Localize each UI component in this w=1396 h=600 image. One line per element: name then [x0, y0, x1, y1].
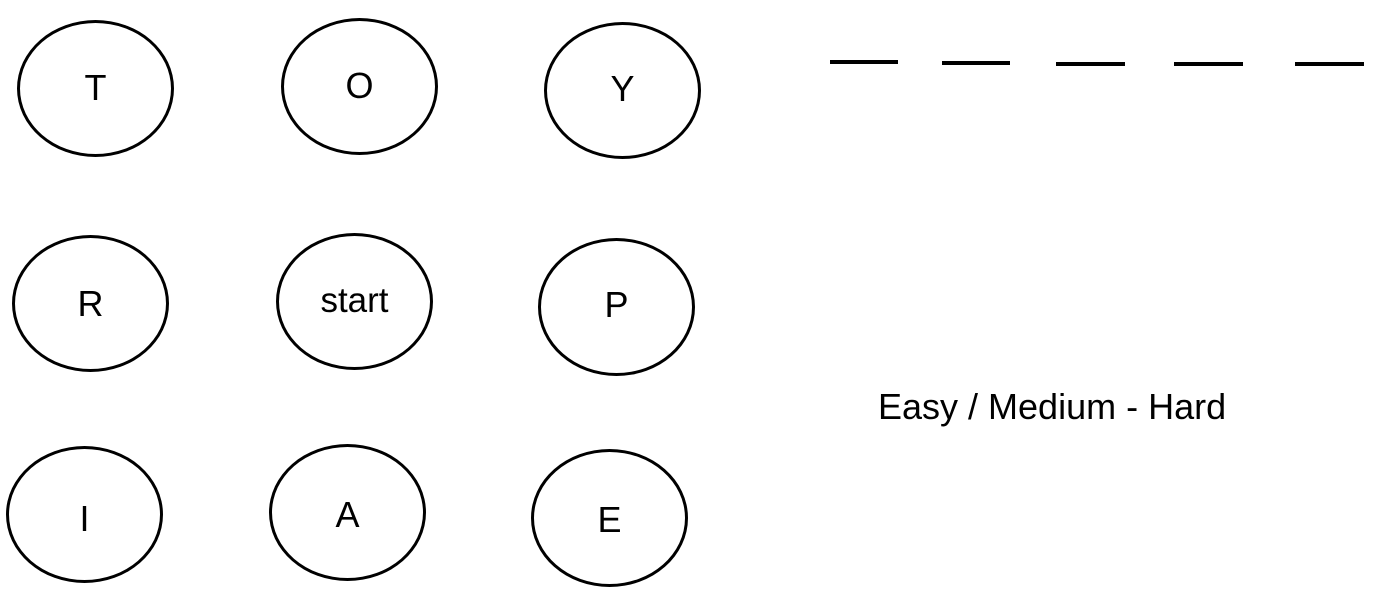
letter-tile-i[interactable]: I — [6, 446, 163, 583]
letter-tile-o[interactable]: O — [281, 18, 438, 155]
start-button-label: start — [320, 281, 389, 320]
letter-tile-t[interactable]: T — [17, 20, 174, 157]
letter-tile-label: A — [335, 494, 360, 535]
answer-slot — [1056, 62, 1125, 66]
answer-slot — [1295, 62, 1364, 66]
letter-tile-a[interactable]: A — [269, 444, 426, 581]
letter-tile-r[interactable]: R — [12, 235, 169, 372]
letter-tile-label: T — [84, 67, 107, 108]
letter-tile-label: Y — [610, 68, 635, 109]
start-button[interactable]: start — [276, 233, 433, 370]
letter-tile-e[interactable]: E — [531, 449, 688, 587]
letter-tile-label: I — [79, 498, 90, 539]
letter-tile-label: R — [77, 283, 104, 324]
answer-slot — [942, 61, 1010, 65]
letter-tile-label: E — [597, 499, 622, 540]
difficulty-selector[interactable]: Easy / Medium - Hard — [878, 386, 1227, 427]
letter-tile-label: O — [345, 65, 374, 106]
answer-slot — [1174, 62, 1243, 66]
letter-tile-label: P — [604, 284, 629, 325]
answer-slot — [830, 60, 898, 64]
letter-tile-p[interactable]: P — [538, 238, 695, 376]
letter-tile-y[interactable]: Y — [544, 22, 701, 159]
